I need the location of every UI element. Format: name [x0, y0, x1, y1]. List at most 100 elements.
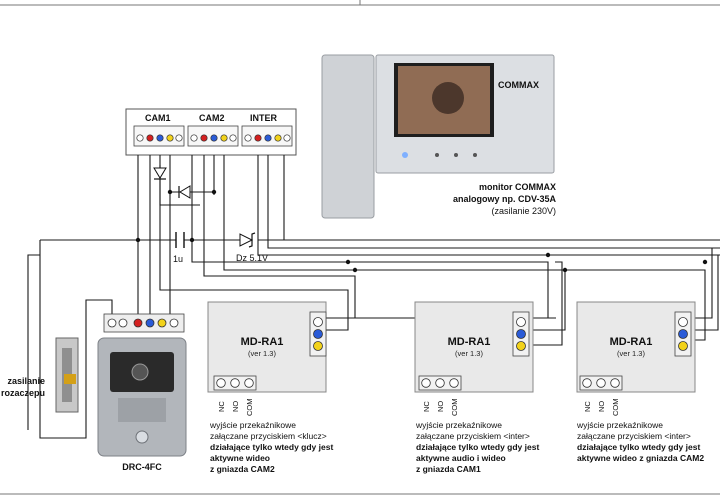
module-2-term-blue: [516, 329, 526, 339]
cam1-pin-red: [146, 134, 154, 142]
module-3-term-yellow: [678, 341, 688, 351]
module-2-caption-1: wyjście przekaźnikowe: [415, 420, 502, 430]
monitor-caption-2: analogowy np. CDV-35A: [453, 194, 557, 204]
inter-pin-blue: [264, 134, 272, 142]
junction: [189, 237, 195, 243]
module-1: MD-RA1 (ver 1.3) NC NO COM wyjście przek…: [207, 301, 333, 474]
diode-1: [153, 167, 167, 180]
monitor-button-2[interactable]: [454, 153, 458, 157]
wire-bus-3: [530, 270, 566, 331]
door-station-terminals: [103, 313, 185, 333]
wire-bus-2: [530, 261, 563, 346]
zener-label: Dz 5.1V: [236, 253, 268, 263]
monitor-handset: [321, 54, 375, 219]
diode-1-body: [153, 167, 167, 179]
module-1-caption-5: z gniazda CAM2: [210, 464, 275, 474]
cam1-pin-blue: [156, 134, 164, 142]
wire-inter-red: [257, 155, 720, 256]
wire-bus-5: [695, 255, 719, 331]
cam2-pin-red: [200, 134, 208, 142]
wire-lock-supply-2: [27, 254, 40, 430]
module-2-relay-nc: [421, 378, 431, 388]
module-3-version: (ver 1.3): [617, 349, 645, 358]
wire-diode-branch: [159, 165, 200, 206]
door-station-camera-lens: [131, 363, 149, 381]
ds-term-white-1: [107, 318, 117, 328]
module-2-caption-3: działające tylko wtedy gdy jest: [416, 442, 539, 452]
monitor-caption-3: (zasilanie 230V): [491, 206, 556, 216]
cam1-pin-yellow: [166, 134, 174, 142]
wire-cam2-yellow: [223, 155, 706, 341]
lock-caption-1: zasilanie: [7, 376, 45, 386]
cam1-pin-white: [136, 134, 144, 142]
module-3-term-blue: [678, 329, 688, 339]
junction: [167, 189, 173, 195]
inter-pin-yellow: [274, 134, 282, 142]
module-2-term-white: [516, 317, 526, 327]
wire-cam2-red: [203, 155, 356, 319]
module-3-relay-no: [596, 378, 606, 388]
zener-diode: Dz 5.1V: [236, 232, 268, 263]
wire-cam1-blue: [159, 155, 349, 331]
module-1-label-com: COM: [245, 399, 254, 417]
junction: [702, 259, 708, 265]
module-1-term-yellow: [313, 341, 323, 351]
module-3-caption-4: aktywne wideo z gniazda CAM2: [577, 453, 704, 463]
module-1-caption-1: wyjście przekaźnikowe: [209, 420, 296, 430]
cam2-pin-white-2: [229, 134, 237, 142]
module-3-caption-3: działające tylko wtedy gdy jest: [577, 442, 700, 452]
junctions: [135, 189, 708, 273]
lock-caption-2: rozaczepu: [1, 388, 45, 398]
module-1-relay-no: [230, 378, 240, 388]
module-2-relay-no: [435, 378, 445, 388]
module-3-relay-com: [610, 378, 620, 388]
module-3: MD-RA1 (ver 1.3) NC NO COM wyjście przek…: [576, 301, 704, 463]
door-station-label: DRC-4FC: [122, 462, 162, 472]
ds-term-yellow: [157, 318, 167, 328]
diode-2-body: [179, 185, 191, 199]
module-1-label-no: NO: [231, 401, 240, 412]
module-3-label-nc: NC: [583, 401, 592, 412]
door-station-speaker: [118, 398, 166, 422]
module-2-label-nc: NC: [422, 401, 431, 412]
wire-bus-4: [695, 248, 713, 319]
module-2-label-com: COM: [450, 399, 459, 417]
monitor-button-1[interactable]: [435, 153, 439, 157]
module-1-caption-2: załączane przyciskiem <klucz>: [210, 431, 327, 441]
module-3-label-com: COM: [611, 399, 620, 417]
module-2-relay-com: [449, 378, 459, 388]
module-2-version: (ver 1.3): [455, 349, 483, 358]
monitor-button-3[interactable]: [473, 153, 477, 157]
wire-inter-blue: [267, 155, 720, 249]
interface-board: CAM1 CAM2 INTER: [125, 108, 297, 156]
cam2-pin-white: [190, 134, 198, 142]
cam2-pin-yellow: [220, 134, 228, 142]
monitor-brand: COMMAX: [498, 80, 539, 90]
module-2-caption-5: z gniazda CAM1: [416, 464, 481, 474]
ds-term-white-3: [169, 318, 179, 328]
door-station: DRC-4FC: [97, 313, 187, 472]
zener-body: [239, 233, 254, 247]
electric-strike: zasilanie rozaczepu: [1, 337, 79, 413]
module-3-title: MD-RA1: [610, 336, 653, 348]
module-3-caption-2: załączane przyciskiem <inter>: [577, 431, 691, 441]
module-2-title: MD-RA1: [448, 336, 491, 348]
monitor-screen-figure: [432, 82, 464, 114]
module-3-label-no: NO: [597, 401, 606, 412]
module-2-caption-2: załączane przyciskiem <inter>: [416, 431, 530, 441]
module-1-title: MD-RA1: [241, 336, 284, 348]
junction: [211, 189, 217, 195]
door-station-call-button[interactable]: [135, 430, 149, 444]
junction: [135, 237, 141, 243]
ds-term-blue: [145, 318, 155, 328]
module-1-caption-3: działające tylko wtedy gdy jest: [210, 442, 333, 452]
junction: [545, 252, 551, 258]
monitor-led: [402, 152, 408, 158]
junction: [562, 267, 568, 273]
module-2-term-yellow: [516, 341, 526, 351]
inter-pin-red: [254, 134, 262, 142]
interface-label-inter: INTER: [250, 113, 278, 123]
capacitor: 1u: [173, 232, 185, 264]
cam2-pin-blue: [210, 134, 218, 142]
